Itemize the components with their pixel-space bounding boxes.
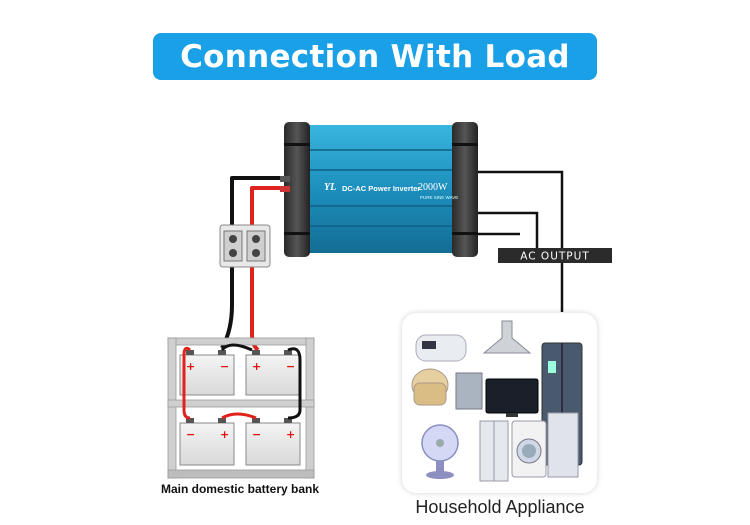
svg-text:+: + [186, 360, 195, 373]
svg-text:AC OUTPUT: AC OUTPUT [520, 251, 589, 263]
svg-text:+: + [286, 428, 295, 441]
ac-output-wires [470, 170, 564, 312]
svg-text:+: + [220, 428, 229, 441]
ac-output-label: AC OUTPUT [498, 248, 612, 263]
svg-text:−: − [286, 360, 295, 373]
svg-text:−: − [220, 360, 229, 373]
title-badge: Connection With Load [153, 33, 597, 80]
appliance-card [402, 313, 597, 493]
fuse-block [219, 224, 271, 268]
appliance-caption: Household Appliance [415, 497, 585, 517]
power-inverter [280, 122, 478, 257]
svg-text:−: − [252, 428, 261, 441]
svg-text:+: + [252, 360, 261, 373]
inverter-logo: YL [324, 182, 336, 193]
appliance-icons [411, 320, 583, 482]
battery-bank-caption: Main domestic battery bank [160, 482, 320, 496]
inverter-label: DC-AC Power Inverter [342, 184, 420, 193]
inverter-subtitle: PURE SINE WAVE [420, 195, 458, 200]
svg-text:−: − [186, 428, 195, 441]
battery-bank: + − + − − + − + [167, 337, 315, 479]
inverter-wattage: 2000W [418, 182, 448, 193]
